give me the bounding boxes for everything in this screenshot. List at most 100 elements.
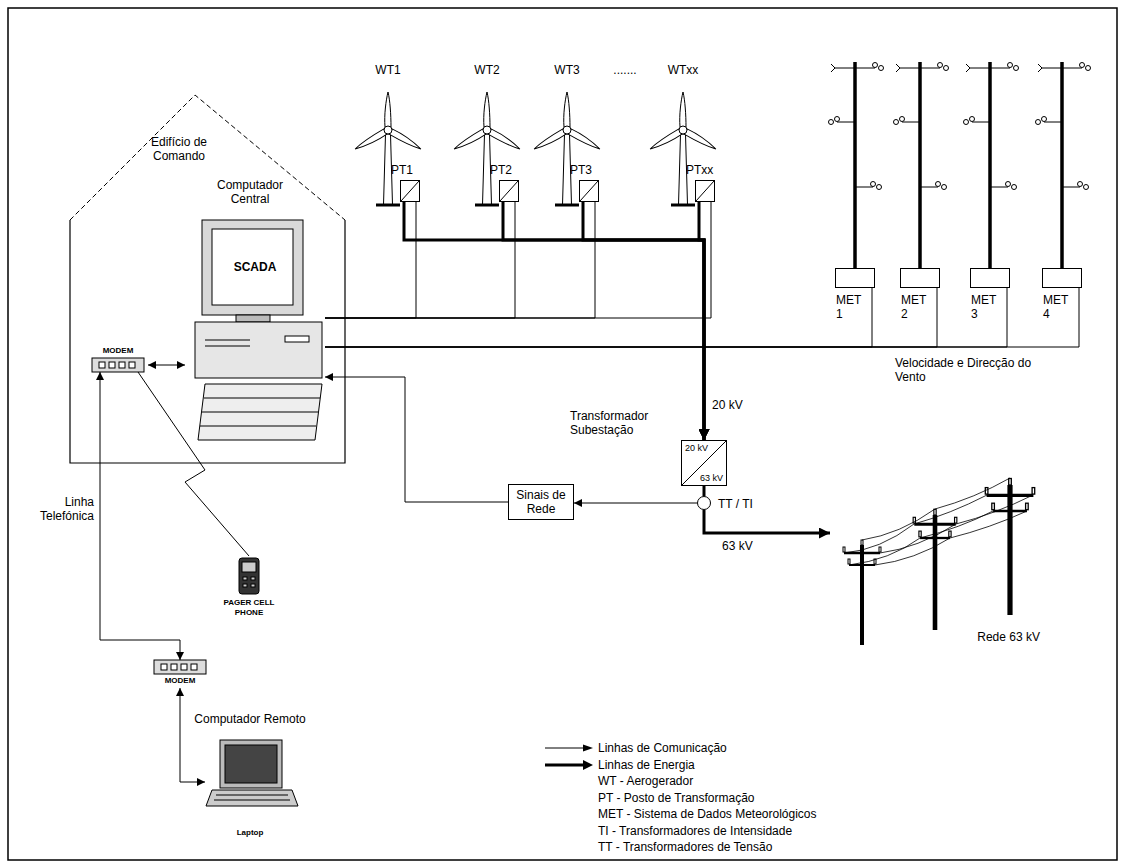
modem-label: MODEM [152,676,208,686]
turbine-label: WT1 [368,63,408,77]
pager-label: PAGER CELL PHONE [215,556,283,618]
legend-arrowhead [583,745,593,752]
met-station: MET 3 [970,268,1010,288]
legend-row: WT - Aerogerador [545,773,817,790]
legend-sample [545,759,598,771]
legend-sample [545,775,598,787]
communication-line [148,365,185,366]
communication-line [325,202,416,318]
power-line [404,202,704,440]
transformer-post-label: PT3 [570,163,592,177]
transformer-post-label: PTxx [686,163,713,177]
met-station-label: MET 1 [836,293,866,321]
measure-transformer-label: TT / TI [718,497,753,511]
transformer-symbol [696,181,714,201]
communication-line [180,688,205,782]
transformer-symbol [580,181,598,201]
legend: Linhas de ComunicaçãoLinhas de EnergiaWT… [545,740,817,856]
transformer-post: PT2 [499,180,519,202]
substation-transformer: Transformador Subestação20 kV63 kV [681,440,727,486]
turbine-label: WT3 [547,63,587,77]
transformer-diagonal [580,181,598,201]
frame [8,8,1117,860]
met-station-label: MET 4 [1043,293,1073,321]
met-station: MET 2 [900,268,940,288]
turbine-label: WTxx [663,63,703,77]
communication-line [325,288,937,347]
legend-row: TI - Transformadores de Intensidade [545,823,817,840]
ellipsis: ....... [605,63,645,77]
wind-data-note: Velocidade e Direcção do Vento [895,356,1045,384]
substation-transformer-label: 63 kV [700,473,723,483]
transformer-diagonal [401,181,419,201]
communication-line [325,377,508,502]
met-masts [829,62,1091,268]
voltage-label: 20 kV [712,398,743,412]
communication-line [325,288,872,347]
legend-line [545,748,585,749]
turbine-label: WT2 [467,63,507,77]
legend-text: MET - Sistema de Dados Meteorológicos [598,807,817,821]
met-station: MET 1 [835,268,875,288]
power-line [704,510,830,533]
power-line [583,202,704,440]
modem-illustration [92,358,206,674]
communication-line [325,288,1079,347]
remote-computer-label: Laptop [205,828,295,838]
grid-signals-box: Sinais de Rede [508,484,574,520]
transformer-post-label: PT1 [391,163,413,177]
legend-sample [545,841,598,853]
legend-text: PT - Posto de Transformação [598,791,755,805]
command-building-label: Edifício de Comando [129,135,229,163]
legend-text: Linhas de Comunicação [598,741,727,755]
transformer-post: PT1 [400,180,420,202]
pager: PAGER CELL PHONE [215,556,283,618]
communication-line [325,202,711,318]
substation-transformer-label: 20 kV [685,443,708,453]
legend-row: TT - Transformadores de Tensão [545,839,817,856]
remote-computer: Computador RemotoLaptop [205,738,295,826]
communication-line [325,288,1007,347]
remote-computer-label: Computador Remoto [190,712,310,726]
power-poles [843,478,1035,645]
modem-label: MODEM [88,346,148,356]
transformer-diagonal [682,441,726,485]
met-station-label: MET 3 [971,293,1001,321]
legend-row: PT - Posto de Transformação [545,790,817,807]
transformer-post: PTxx [695,180,715,202]
power-line [503,202,704,440]
transformer-symbol [500,181,518,201]
building-outline [70,95,345,463]
central-computer-label: SCADA [185,260,325,274]
met-station: MET 4 [1042,268,1082,288]
connector-label: Linha Telefónica [14,495,94,523]
command-building: Edifício de ComandoComputador CentralSCA… [70,95,345,463]
legend-sample [545,792,598,804]
met-station-label: MET 2 [901,293,931,321]
measure-transformer: TT / TI [697,496,711,510]
legend-row: MET - Sistema de Dados Meteorológicos [545,806,817,823]
legend-text: TI - Transformadores de Intensidade [598,824,792,838]
modem: MODEM [152,660,208,688]
legend-row: Linhas de Energia [545,757,817,774]
power-line [703,486,706,496]
power-line [699,202,704,440]
central-computer: Computador CentralSCADA [185,178,325,445]
modem: MODEM [88,346,148,372]
central-computer-label: Computador Central [210,178,290,206]
transformer-diagonal [500,181,518,201]
legend-text: WT - Aerogerador [598,774,693,788]
legend-sample [545,808,598,820]
legend-row: Linhas de Comunicação [545,740,817,757]
legend-line [545,763,585,766]
grid-63kv-label: Rede 63 kV [977,630,1040,644]
connector-label: 63 kV [722,539,753,553]
communication-line [100,372,180,660]
computer-illustration [195,220,322,440]
legend-text: TT - Transformadores de Tensão [598,840,772,854]
communication-line [325,202,515,318]
communication-line [138,372,249,556]
